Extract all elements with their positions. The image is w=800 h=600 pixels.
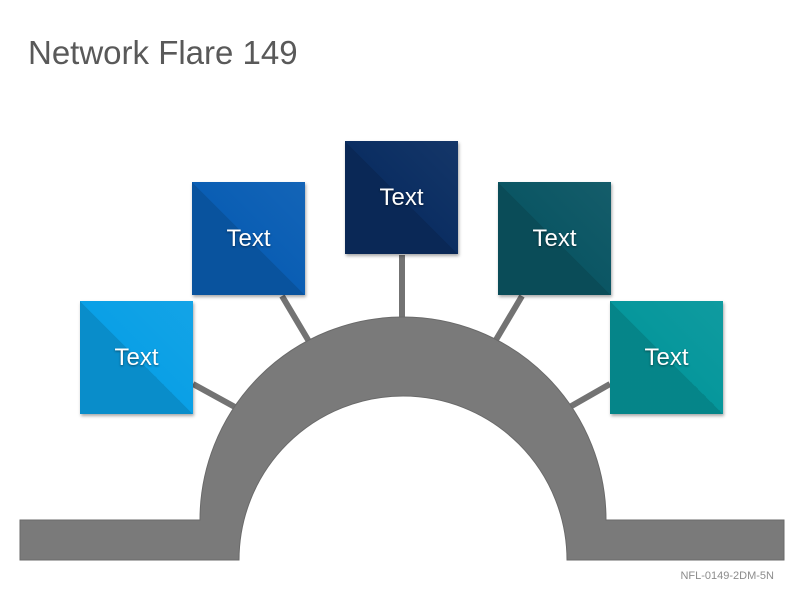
node-box-5[interactable]: Text: [610, 301, 723, 414]
node-sheen: [345, 141, 458, 254]
arc-bridge: [19, 316, 785, 561]
node-label-2: Text: [226, 224, 271, 252]
node-label-4: Text: [532, 224, 577, 252]
page-title: Network Flare 149: [28, 34, 298, 71]
node-sheen: [192, 182, 305, 295]
node-box-4[interactable]: Text: [498, 182, 611, 295]
node-label-3: Text: [379, 183, 424, 211]
node-sheen: [498, 182, 611, 295]
node-sheen: [610, 301, 723, 414]
node-box-3[interactable]: Text: [345, 141, 458, 254]
node-box-2[interactable]: Text: [192, 182, 305, 295]
node-box-1[interactable]: Text: [80, 301, 193, 414]
node-label-5: Text: [644, 343, 689, 371]
slide-code: NFL-0149-2DM-5N: [680, 570, 774, 582]
node-sheen: [80, 301, 193, 414]
node-label-1: Text: [114, 343, 159, 371]
